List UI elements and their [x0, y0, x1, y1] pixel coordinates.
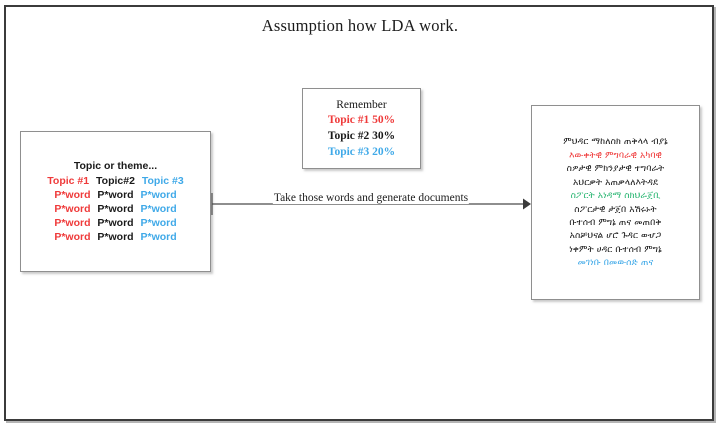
document-line: እውቀትዊ ምግባራዊ አካባዊ — [569, 149, 662, 161]
topic-header-2: Topic#2 — [96, 174, 135, 187]
word-cell: P*word — [140, 230, 177, 243]
topic-header-3: Topic #3 — [141, 174, 184, 187]
remember-row-2: Topic #2 30% — [328, 129, 395, 143]
word-row: P*word P*word P*word — [52, 189, 178, 202]
arrow-icon — [211, 193, 531, 215]
word-cell: P*word — [54, 230, 91, 243]
remember-box: Remember Topic #1 50% Topic #2 30% Topic… — [302, 88, 421, 169]
topic-word-box: Topic or theme... Topic #1 Topic#2 Topic… — [20, 131, 211, 272]
word-cell: P*word — [97, 230, 134, 243]
document-line: ስፖርት አነዳማ ስክህራጀቢ — [570, 190, 661, 202]
document-line: ምህዳር ማከለስክ ጠቅላላ ብያኔ — [563, 136, 668, 148]
generate-arrow: Take those words and generate documents — [211, 192, 531, 216]
word-row: P*word P*word P*word — [52, 231, 178, 244]
remember-content: Remember Topic #1 50% Topic #2 30% Topic… — [303, 89, 420, 168]
topic-word-content: Topic or theme... Topic #1 Topic#2 Topic… — [21, 132, 210, 271]
remember-share-1: 50% — [372, 113, 396, 126]
document-line: አስቻህናል ሆሮ ጉዳር ወሇጋ — [569, 230, 662, 242]
document-line: መገነቡ በመውሰድ ጠና — [577, 257, 654, 269]
remember-topic-3: Topic #3 — [327, 145, 370, 158]
document-line: ቡተሰብ ምግኔ ጠና መጠበቅ — [569, 216, 662, 228]
word-cell: P*word — [54, 188, 91, 201]
word-cell: P*word — [54, 202, 91, 215]
remember-topic-1: Topic #1 — [327, 113, 370, 126]
word-cell: P*word — [97, 216, 134, 229]
remember-title: Remember — [336, 98, 387, 111]
remember-topic-2: Topic #2 — [327, 129, 370, 142]
topic-header-1: Topic #1 — [47, 174, 90, 187]
document-line: አህርቃት አጠቃላለእትዳደ — [573, 176, 658, 188]
word-cell: P*word — [97, 202, 134, 215]
document-line: ነቀምት ሀዳር ቡተሰብ ምግኔ — [569, 243, 662, 255]
word-row: P*word P*word P*word — [52, 203, 178, 216]
word-cell: P*word — [97, 188, 134, 201]
remember-row-1: Topic #1 50% — [328, 113, 395, 127]
word-cell: P*word — [140, 202, 177, 215]
remember-row-3: Topic #3 20% — [328, 145, 395, 159]
generated-document-box: ምህዳር ማከለስክ ጠቅላላ ብያኔ እውቀትዊ ምግባራዊ አካባዊ ስዎታ… — [531, 105, 700, 300]
remember-share-2: 30% — [372, 129, 396, 142]
word-row: P*word P*word P*word — [52, 217, 178, 230]
document-line: ስዎታዊ ምክንያታዊ ተግባራት — [566, 163, 665, 175]
generated-document-content: ምህዳር ማከለስክ ጠቅላላ ብያኔ እውቀትዊ ምግባራዊ አካባዊ ስዎታ… — [532, 106, 699, 299]
remember-share-3: 20% — [372, 145, 396, 158]
figure-title: Assumption how LDA work. — [261, 16, 459, 35]
word-cell: P*word — [140, 216, 177, 229]
topic-header-row: Topic #1 Topic#2 Topic #3 — [45, 175, 185, 188]
topic-box-heading: Topic or theme... — [73, 159, 158, 172]
word-cell: P*word — [140, 188, 177, 201]
document-line: ስፖርታዊ ታጀበ አሽሩኑት — [574, 203, 657, 215]
arrow-label: Take those words and generate documents — [272, 192, 470, 204]
word-cell: P*word — [54, 216, 91, 229]
